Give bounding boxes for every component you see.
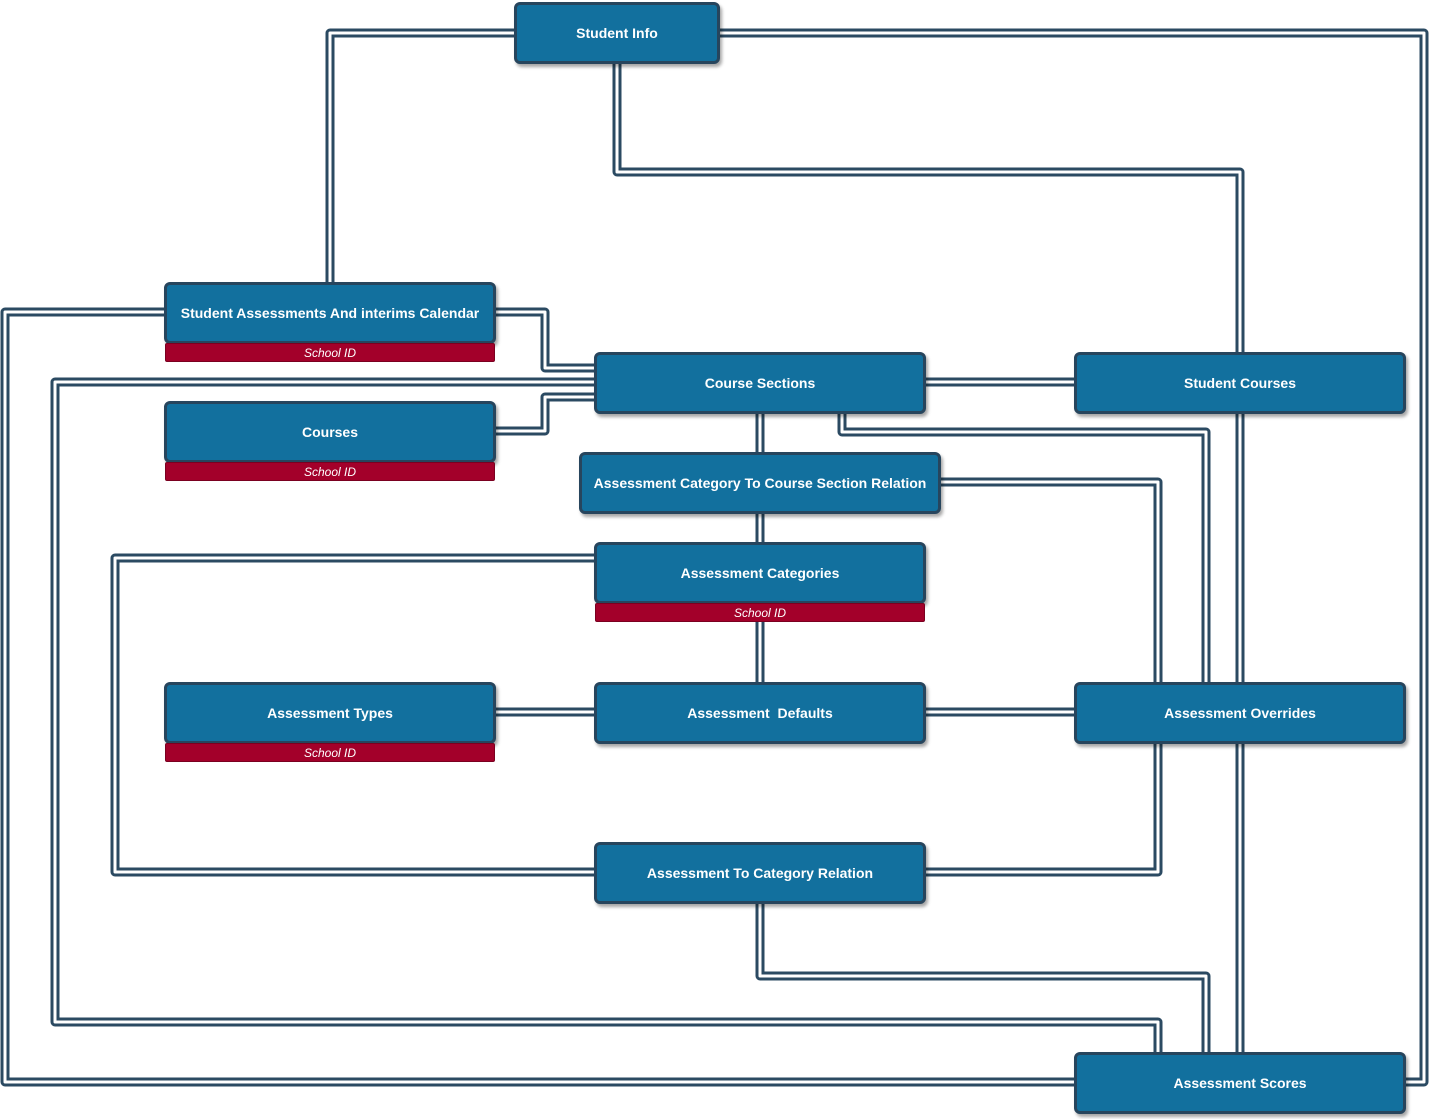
link-studentinfo-calendar [325,28,514,282]
school-id-tag-types: School ID [165,743,495,762]
school-id-tag-categories: School ID [595,603,925,622]
node-assessment-category-course-section-relation[interactable]: Assessment Category To Course Section Re… [579,452,941,514]
node-courses[interactable]: Courses [164,401,496,463]
node-assessment-defaults[interactable]: Assessment Defaults [594,682,926,744]
school-id-tag-calendar: School ID [165,343,495,362]
link-overrides-tocategory [926,744,1163,877]
link-catrelation-overrides [941,477,1163,682]
node-student-assessments-calendar[interactable]: Student Assessments And interims Calenda… [164,282,496,344]
link-coursesections-overrides [837,414,1211,682]
node-student-info[interactable]: Student Info [514,2,720,64]
link-courses-coursesections [496,392,594,436]
node-course-sections[interactable]: Course Sections [594,352,926,414]
link-tocategory-scores [755,904,1211,1052]
link-categories-tocategory [110,553,594,877]
node-assessment-categories[interactable]: Assessment Categories [594,542,926,604]
link-calendar-coursesections [496,307,594,373]
link-studentinfo-studentcourses [612,64,1245,352]
node-assessment-types[interactable]: Assessment Types [164,682,496,744]
node-assessment-overrides[interactable]: Assessment Overrides [1074,682,1406,744]
link-coursesections-scores [50,377,1163,1052]
link-calendar-scores [0,307,1074,1087]
node-assessment-to-category-relation[interactable]: Assessment To Category Relation [594,842,926,904]
link-studentinfo-scores [720,28,1429,1087]
school-id-tag-courses: School ID [165,462,495,481]
node-assessment-scores[interactable]: Assessment Scores [1074,1052,1406,1114]
node-student-courses[interactable]: Student Courses [1074,352,1406,414]
